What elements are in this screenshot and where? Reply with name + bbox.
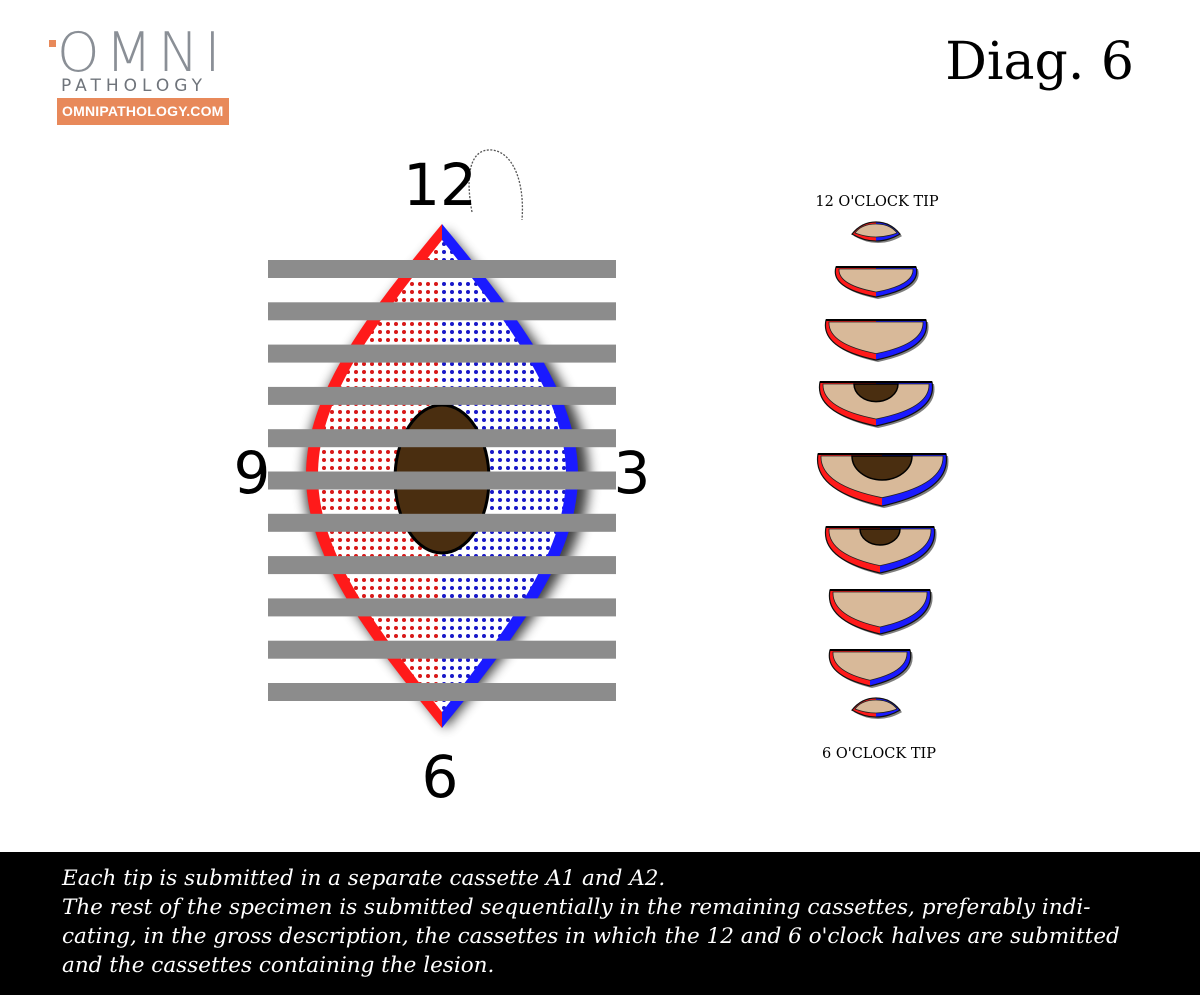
piece-tissue bbox=[828, 528, 932, 567]
omni-pathology-logo: OMNI PATHOLOGY OMNIPATHOLOGY.COM bbox=[45, 26, 245, 126]
logo-subbrand-text: PATHOLOGY bbox=[61, 76, 207, 96]
clock-label-3: 3 bbox=[614, 439, 651, 507]
cross-section-piece bbox=[828, 589, 933, 636]
cross-section-piece bbox=[851, 221, 902, 244]
caption-bar: Each tip is submitted in a separate cass… bbox=[0, 852, 1200, 995]
top-tip-label: 12 O'CLOCK TIP bbox=[815, 194, 938, 210]
logo-url-badge: OMNIPATHOLOGY.COM bbox=[57, 98, 229, 125]
piece-tissue bbox=[832, 591, 928, 628]
caption-line-1: Each tip is submitted in a separate cass… bbox=[62, 866, 666, 891]
section-bar bbox=[268, 556, 616, 575]
logo-brand-text: OMNI bbox=[57, 21, 227, 84]
piece-lesion bbox=[851, 455, 913, 481]
bottom-tip-label: 6 O'CLOCK TIP bbox=[822, 746, 936, 762]
piece-tissue bbox=[832, 651, 908, 681]
piece-tissue bbox=[838, 268, 914, 293]
section-bar bbox=[268, 429, 616, 448]
diagram-title: Diag. 6 bbox=[945, 32, 1134, 92]
cross-section-piece bbox=[816, 453, 949, 508]
section-bar bbox=[268, 598, 616, 617]
specimen-diagram: 12 9 3 6 12 O'CLOCK TIP 6 O'CLOCK TIP bbox=[234, 149, 949, 811]
piece-tissue bbox=[854, 223, 898, 238]
logo-accent-square bbox=[49, 40, 56, 47]
clock-label-6: 6 bbox=[422, 743, 459, 811]
piece-lesion bbox=[853, 383, 899, 403]
cross-section-piece bbox=[824, 319, 929, 362]
section-bar bbox=[268, 344, 616, 363]
cross-section-piece bbox=[851, 697, 902, 720]
cross-section-piece bbox=[834, 266, 919, 299]
section-bar bbox=[268, 302, 616, 321]
section-bar bbox=[268, 386, 616, 405]
piece-tissue bbox=[828, 321, 924, 355]
caption-line-3: cating, in the gross description, the ca… bbox=[62, 924, 1120, 949]
cross-section-piece bbox=[818, 381, 935, 428]
clock-label-9: 9 bbox=[234, 439, 271, 507]
piece-lesion bbox=[859, 528, 901, 546]
clock-label-12: 12 bbox=[403, 151, 477, 219]
caption-line-4: and the cassettes containing the lesion. bbox=[62, 953, 495, 978]
cross-section-piece bbox=[824, 526, 937, 575]
section-bar bbox=[268, 640, 616, 659]
cross-section-stack bbox=[816, 221, 949, 720]
section-lines bbox=[268, 260, 616, 701]
section-bar bbox=[268, 260, 616, 278]
suture-thread bbox=[468, 149, 524, 221]
section-bar bbox=[268, 471, 616, 490]
section-bar bbox=[268, 683, 616, 701]
caption-line-2: The rest of the specimen is submitted se… bbox=[62, 895, 1091, 920]
cross-section-piece bbox=[828, 649, 913, 688]
section-bar bbox=[268, 513, 616, 532]
piece-tissue bbox=[854, 699, 898, 714]
